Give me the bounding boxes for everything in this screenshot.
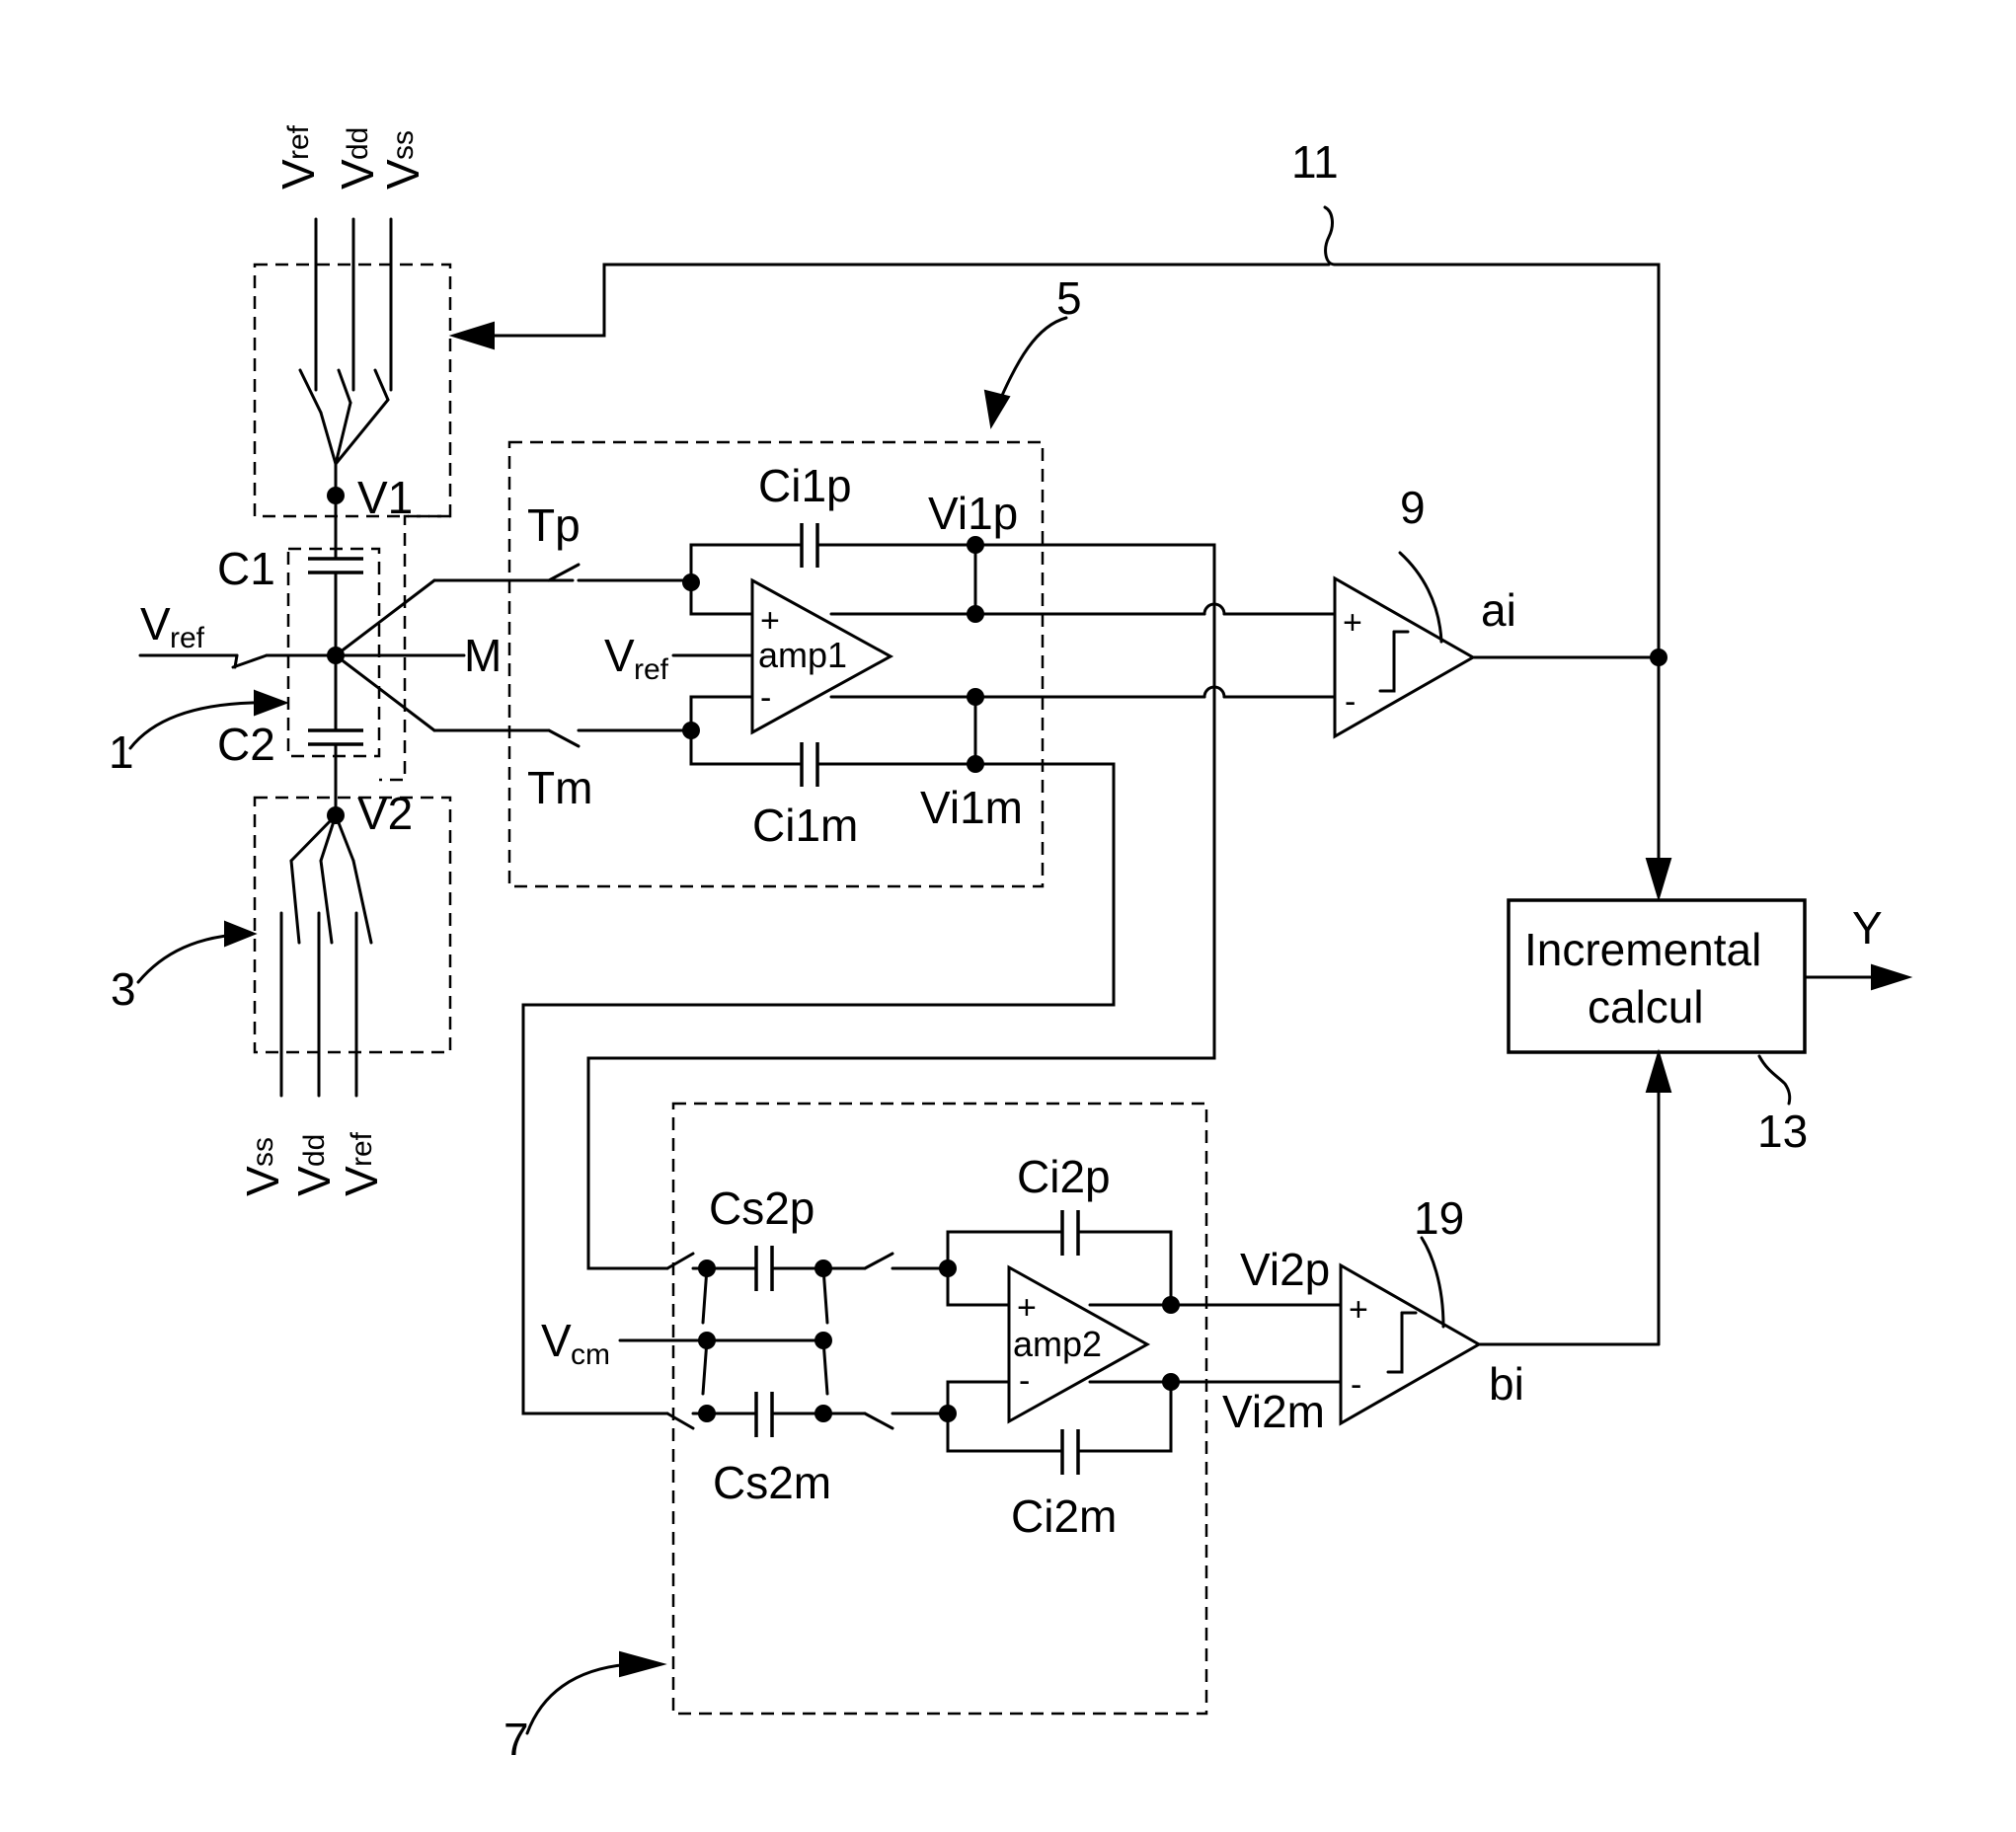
- stage1-vref-label: V ref: [604, 630, 669, 686]
- ci2p-label: Ci2p: [1017, 1151, 1111, 1202]
- amp2-plus: +: [1017, 1289, 1037, 1327]
- y-arrowhead: [1872, 965, 1909, 989]
- feedback-line-11: [452, 207, 1659, 653]
- ref3-label: 3: [111, 963, 136, 1015]
- vi1p-label: Vi1p: [928, 488, 1018, 539]
- bottom-switch-box: [255, 798, 450, 1052]
- bi-label: bi: [1489, 1358, 1524, 1410]
- v2-label: V2: [357, 788, 413, 839]
- cs2m-label: Cs2m: [713, 1457, 831, 1508]
- y-label: Y: [1852, 902, 1883, 954]
- top-vdd-label: V: [332, 159, 383, 190]
- ref7-arrowhead: [620, 1652, 663, 1676]
- ref5-arrowhead: [985, 391, 1009, 426]
- top-vss-sub: ss: [387, 130, 420, 160]
- ci1p-label: Ci1p: [758, 460, 852, 511]
- vi1m-label: Vi1m: [920, 782, 1023, 833]
- c2-label: C2: [217, 719, 275, 770]
- bot-vss-sub: ss: [247, 1137, 279, 1167]
- vcm-label: V cm: [541, 1315, 610, 1371]
- amp1-label: amp1: [758, 635, 847, 675]
- bi-arrowhead: [1647, 1052, 1670, 1092]
- bottom-supply-labels: V ss V dd V ref: [237, 1131, 387, 1196]
- ref5-leader: [997, 318, 1066, 407]
- ai-arrowhead: [1647, 859, 1670, 898]
- comp2-minus: -: [1351, 1366, 1361, 1404]
- cs2p-label: Cs2p: [709, 1183, 814, 1234]
- top-vref-sub: ref: [282, 124, 315, 160]
- comp1-minus: -: [1345, 683, 1356, 721]
- m-label: M: [464, 630, 502, 681]
- sensor-vref-label: V ref: [140, 598, 205, 654]
- ref1-label: 1: [109, 726, 134, 778]
- ref13-leader: [1759, 1056, 1790, 1104]
- feedback-arrowhead: [452, 323, 494, 348]
- bot-vref-sub: ref: [346, 1131, 378, 1167]
- bot-vref-label: V: [336, 1166, 387, 1196]
- comp2-plus: +: [1349, 1291, 1368, 1329]
- top-vss-label: V: [377, 159, 428, 190]
- ref1-arrowhead: [255, 691, 286, 715]
- calc-line1: Incremental: [1524, 924, 1761, 975]
- ai-label: ai: [1481, 584, 1516, 636]
- amp1-minus: -: [760, 679, 771, 717]
- top-vdd-sub: dd: [342, 127, 374, 160]
- stage1-vref-v: V: [604, 630, 635, 681]
- amp1-plus: +: [760, 602, 780, 640]
- ref7-leader: [527, 1664, 632, 1733]
- tp-label: Tp: [527, 499, 581, 551]
- comp1-plus: +: [1343, 604, 1362, 642]
- top-vref-label: V: [272, 159, 324, 190]
- tm-label: Tm: [527, 762, 592, 813]
- bottom-switch-block: [255, 798, 450, 1096]
- bot-vdd-label: V: [288, 1166, 340, 1196]
- ref5-label: 5: [1056, 272, 1082, 324]
- ci1m-label: Ci1m: [752, 800, 858, 851]
- vi2p-label: Vi2p: [1240, 1244, 1330, 1295]
- vi2m-label: Vi2m: [1222, 1386, 1325, 1437]
- calc-line2: calcul: [1588, 981, 1704, 1032]
- top-switch-block: [255, 219, 450, 516]
- bot-vdd-sub: dd: [298, 1134, 331, 1167]
- vcm-v: V: [541, 1315, 572, 1366]
- sensor-vref-sub: ref: [170, 622, 205, 654]
- top-supply-labels: V ref V dd V ss: [272, 124, 428, 190]
- stage1-vref-sub: ref: [634, 653, 669, 686]
- ref13-label: 13: [1757, 1106, 1808, 1157]
- sensor-vref-v: V: [140, 598, 171, 649]
- c1-label: C1: [217, 543, 275, 594]
- ci2m-label: Ci2m: [1011, 1490, 1117, 1542]
- ref3-arrowhead: [225, 922, 255, 946]
- ref7-label: 7: [504, 1714, 529, 1765]
- ref19-label: 19: [1414, 1192, 1464, 1244]
- bot-vss-label: V: [237, 1166, 288, 1196]
- v1-label: V1: [357, 472, 413, 523]
- amp2-minus: -: [1019, 1362, 1030, 1400]
- ref9-label: 9: [1400, 482, 1426, 533]
- ref11-label: 11: [1291, 136, 1339, 188]
- vcm-sub: cm: [571, 1338, 610, 1371]
- amp2-label: amp2: [1013, 1324, 1102, 1364]
